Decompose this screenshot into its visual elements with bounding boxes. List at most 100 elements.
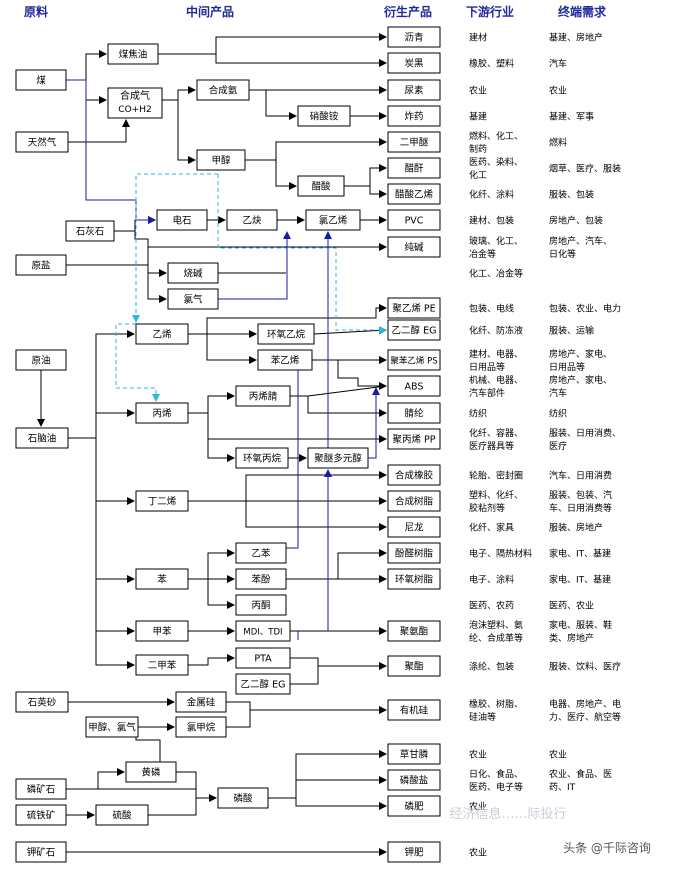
node-label: 磷酸: [233, 793, 253, 805]
node-yellow-p: 黄磷: [125, 761, 177, 783]
downstream-acetic-anhydride: 化工: [469, 169, 487, 181]
node-label: CO+H2: [118, 105, 151, 115]
node-glyphosate: 草甘膦: [387, 743, 441, 765]
downstream-phos-fert: 农业: [469, 801, 487, 813]
node-label: 苯酚: [251, 574, 271, 586]
node-pta: PTA: [235, 647, 291, 669]
node-label: 苯乙烯: [271, 355, 300, 367]
node-label: PVC: [405, 216, 424, 227]
downstream-resin: 塑料、化纤、: [469, 489, 523, 501]
node-natural-gas: 天然气: [15, 131, 69, 153]
terminal-silicone: 电器、房地产、电: [549, 698, 621, 710]
node-butadiene: 丁二烯: [135, 490, 189, 512]
node-label: 原油: [31, 355, 50, 367]
node-phos-fert: 磷肥: [387, 795, 441, 817]
node-label: 合成橡胶: [395, 470, 434, 482]
node-label: 甲醇: [211, 155, 231, 167]
node-label: 钾矿石: [27, 847, 56, 859]
node-resin: 合成树脂: [387, 490, 441, 512]
node-metal-si: 金属硅: [175, 691, 227, 713]
node-ammonium-nitrate: 硝酸铵: [297, 105, 351, 127]
node-dme: 二甲醚: [387, 131, 441, 153]
node-phosphoric-acid: 磷酸: [217, 787, 269, 809]
terminal-ps: 日用品等: [549, 361, 585, 373]
downstream-pe: 包装、电线: [469, 303, 514, 315]
terminal-phosphate-salt: 农业、食品、医: [549, 768, 612, 780]
downstream-soda-ash: 玻璃、化工、: [469, 235, 523, 247]
node-nylon: 尼龙: [387, 516, 441, 538]
node-label: 磷矿石: [27, 784, 56, 796]
node-eg: 乙二醇 EG: [387, 319, 441, 341]
node-salt: 原盐: [15, 254, 67, 276]
node-pp: 聚丙烯 PP: [387, 428, 441, 450]
node-label: 合成气: [120, 89, 150, 102]
node-label: 聚酯: [404, 662, 424, 673]
node-label: 甲醇、氯气: [88, 722, 136, 734]
downstream-acetic-anhydride: 医药、染料、: [469, 156, 523, 168]
node-label: 尼龙: [404, 522, 424, 534]
terminal-polyester: 服装、饮料、医疗: [549, 661, 621, 673]
node-label: 丙酮: [251, 601, 270, 612]
node-xylene: 二甲苯: [135, 654, 189, 676]
downstream-soda-ash: 冶金等: [469, 248, 496, 260]
node-label: 磷肥: [404, 801, 424, 813]
node-label: 乙二醇 EG: [392, 325, 437, 337]
node-label: 环氧树脂: [395, 574, 434, 586]
node-label: 合成树脂: [395, 496, 434, 508]
node-benzene: 苯: [135, 568, 189, 590]
node-label: 苯: [157, 574, 167, 586]
terminal-abs: 汽车: [549, 387, 567, 399]
node-polyester: 聚酯: [387, 655, 441, 677]
terminal-soda-ash: 房地产、汽车、: [549, 235, 612, 247]
node-label: 环氧乙烷: [267, 329, 306, 341]
node-label: 酚醛树脂: [395, 548, 434, 560]
downstream-silicone: 橡胶、树脂、: [469, 698, 523, 710]
downstream-carbon-black: 橡胶、塑料: [469, 58, 514, 70]
terminal-rubber: 汽车、日用消费: [549, 470, 612, 482]
node-ethylbenzene: 乙苯: [235, 542, 287, 564]
node-label: 炭黑: [404, 59, 424, 70]
terminal-pp: 医疗: [549, 440, 567, 452]
node-acetic-anhydride: 醋酐: [387, 157, 441, 179]
downstream-urea: 农业: [469, 85, 487, 97]
terminal-dme: 燃料: [549, 137, 567, 149]
node-chloromethane: 氯甲烷: [175, 716, 227, 738]
node-coal-tar: 煤焦油: [107, 43, 159, 65]
node-carbide: 电石: [156, 209, 208, 231]
terminal-acetic-anhydride: 烟草、医疗、服装: [549, 163, 621, 175]
downstream-potash-fert: 农业: [469, 847, 487, 859]
node-label: 石英砂: [28, 697, 57, 709]
downstream-acrylic: 纺织: [469, 408, 487, 420]
downstream-glyphosate: 农业: [469, 749, 487, 761]
node-acetylene: 乙炔: [226, 209, 278, 231]
node-label: 电石: [172, 215, 191, 227]
node-label: 炸药: [404, 111, 423, 123]
node-potash-rock: 钾矿石: [15, 841, 67, 863]
header-intermediate: 中间产品: [186, 4, 234, 19]
node-label: 磷酸盐: [400, 775, 429, 787]
downstream-explosive: 基建: [469, 111, 487, 123]
node-label: 尿素: [404, 85, 424, 97]
terminal-glyphosate: 农业: [549, 749, 567, 761]
terminal-abs: 房地产、家电、: [549, 374, 612, 386]
node-propylene-oxide: 环氧丙烷: [235, 447, 289, 469]
node-pe: 聚乙烯 PE: [387, 297, 441, 319]
node-label: 石脑油: [28, 433, 57, 445]
node-mdi-tdi: MDI、TDI: [235, 620, 291, 642]
node-label: 合成氨: [209, 85, 238, 97]
node-label: 乙苯: [251, 548, 271, 560]
node-phosphate-rock: 磷矿石: [15, 778, 67, 800]
downstream-caustic-soda: 化工、冶金等: [469, 268, 523, 280]
node-methanol: 甲醇: [196, 149, 246, 171]
downstream-abs: 机械、电器、: [469, 374, 523, 386]
node-label: 丙烯: [152, 408, 172, 420]
node-phenolic: 酚醛树脂: [387, 542, 441, 564]
node-asphalt: 沥青: [387, 26, 441, 48]
header-downstream: 下游行业: [466, 4, 514, 19]
terminal-pu: 家电、服装、鞋: [549, 619, 612, 631]
node-styrene: 苯乙烯: [257, 349, 313, 371]
node-label: 纯碱: [404, 242, 424, 254]
node-potash-fert: 钾肥: [387, 841, 441, 863]
terminal-asphalt: 基建、房地产: [549, 32, 603, 44]
downstream-rubber: 轮胎、密封圈: [469, 470, 523, 482]
